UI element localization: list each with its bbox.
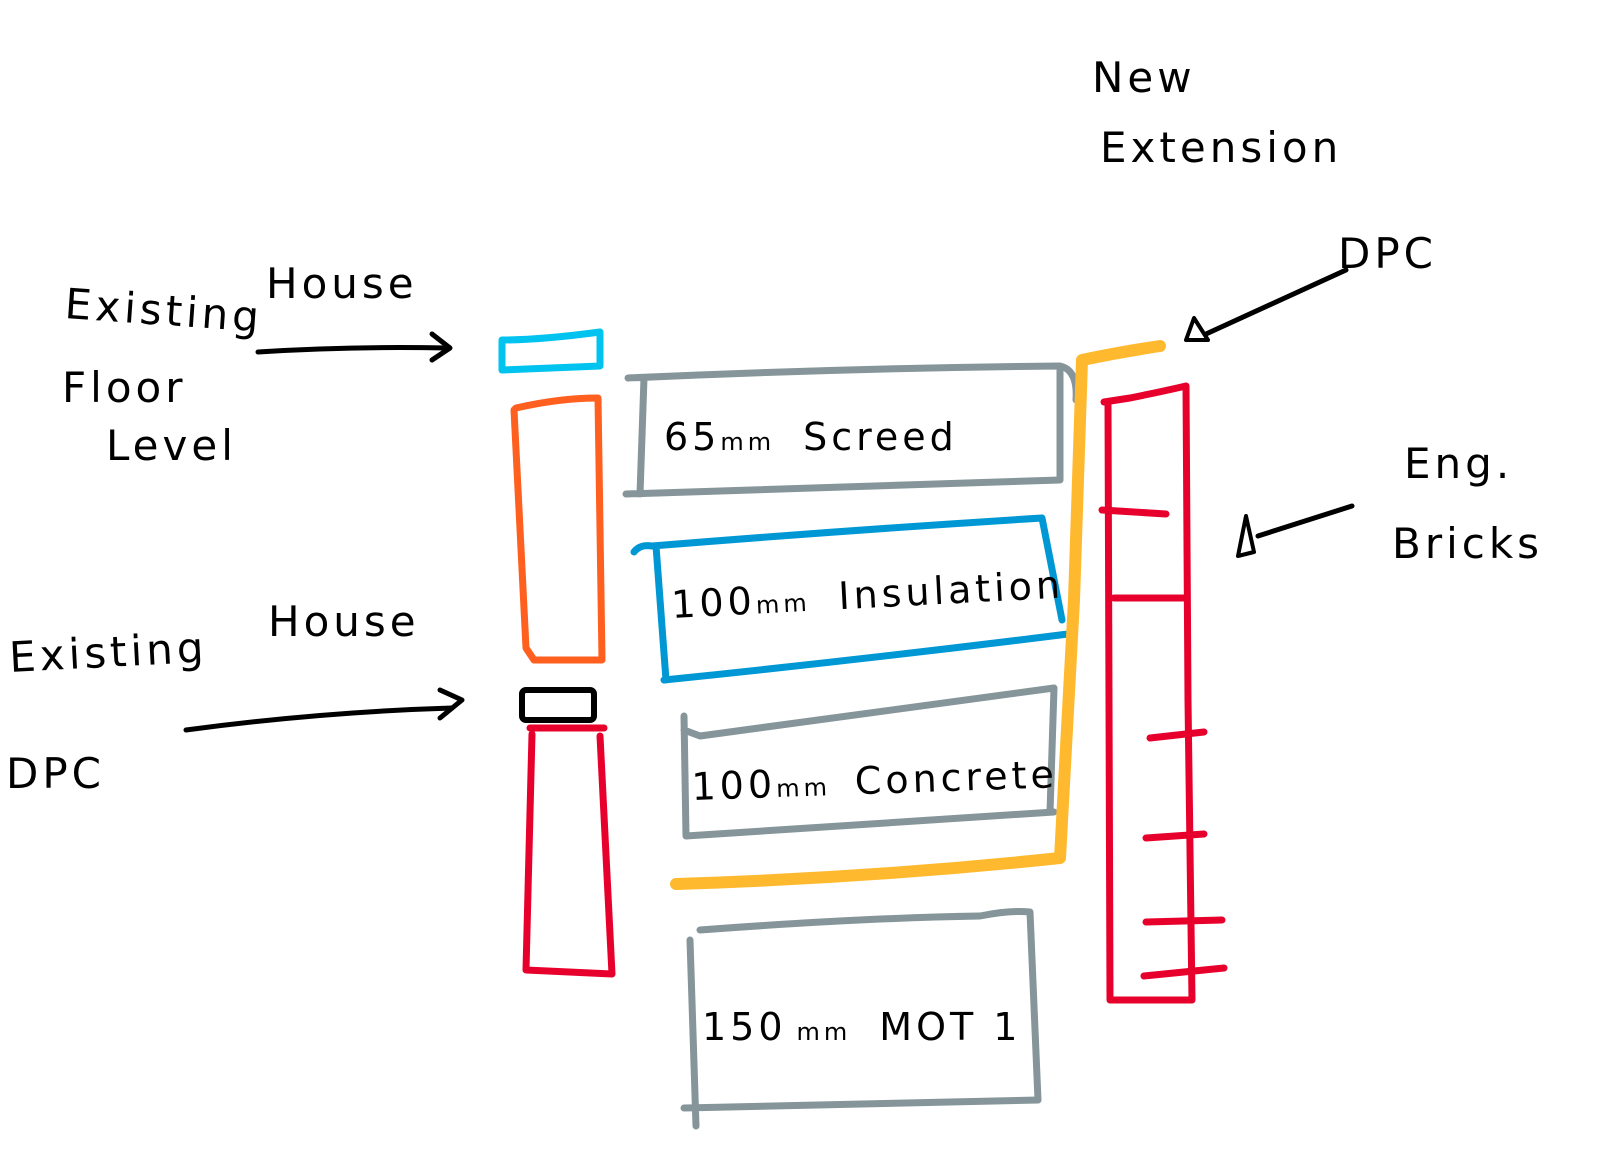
diagram-title: New Extension — [1092, 53, 1342, 172]
annotation-existing-dpc: Existing House DPC — [6, 597, 465, 798]
existing-dpc-label-dpc: DPC — [6, 749, 105, 798]
floor-level-marker — [498, 328, 604, 374]
arrow-icon — [183, 687, 465, 733]
eng-bricks-column — [1098, 382, 1228, 1004]
floor-level-label-house: House — [266, 259, 418, 308]
title-line-extension: Extension — [1100, 123, 1342, 172]
arrow-icon — [1184, 267, 1349, 342]
annotation-floor-level: Existing House Floor Level — [62, 259, 453, 470]
floor-level-label-existing: Existing — [63, 279, 264, 342]
existing-dpc-label-existing: Existing — [8, 623, 209, 682]
existing-house-wall — [498, 328, 616, 978]
existing-wall-lower — [522, 724, 616, 978]
bricks-label-eng: Eng. — [1404, 439, 1513, 488]
existing-dpc-marker — [519, 687, 597, 723]
existing-dpc-label-house: House — [268, 597, 420, 646]
annotation-eng-bricks: Eng. Bricks — [1236, 439, 1543, 568]
arrow-icon — [1236, 503, 1355, 558]
arrow-icon — [255, 331, 453, 363]
annotation-new-dpc: DPC — [1184, 229, 1437, 342]
new-dpc-label: DPC — [1338, 229, 1437, 278]
floor-level-label-floor: Floor — [62, 363, 187, 412]
dpm-membrane — [670, 340, 1166, 890]
title-line-new: New — [1092, 53, 1196, 102]
floor-level-label-level: Level — [106, 421, 237, 470]
existing-wall-upper — [510, 394, 606, 664]
bricks-label-bricks: Bricks — [1392, 519, 1543, 568]
